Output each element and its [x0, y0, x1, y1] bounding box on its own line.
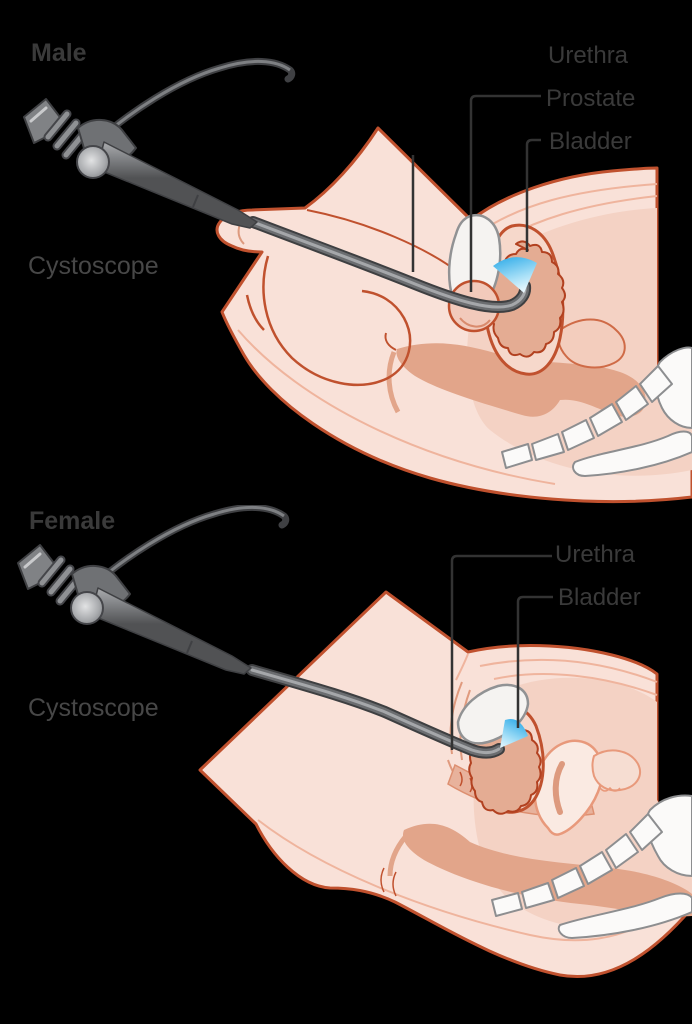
male-label-prostate: Prostate: [546, 85, 636, 112]
female-cystoscope-label: Cystoscope: [28, 694, 159, 722]
female-title: Female: [29, 507, 116, 535]
female-bones: [491, 794, 692, 939]
male-anatomy-illustration: [0, 0, 692, 504]
male-seminal-vesicle: [557, 318, 626, 369]
female-anatomy-illustration: [0, 505, 692, 978]
male-scrotum: [245, 255, 412, 386]
cystoscope-tube: [246, 664, 505, 759]
cystoscope-tube: [247, 216, 532, 314]
female-label-bladder: Bladder: [558, 584, 641, 611]
light-beam: [500, 719, 528, 748]
female-rectum: [380, 823, 692, 917]
male-cystoscope-label: Cystoscope: [28, 252, 159, 280]
male-title: Male: [31, 39, 87, 67]
female-label-urethra: Urethra: [555, 541, 636, 568]
leader-lines: [450, 554, 553, 750]
male-label-urethra: Urethra: [548, 42, 629, 69]
leader-lines: [411, 94, 541, 292]
cystoscope-device: [24, 61, 292, 228]
light-beam: [493, 257, 537, 293]
male-rectum: [384, 332, 646, 417]
female-uterus: [533, 739, 641, 836]
male-bones: [501, 346, 692, 477]
male-label-bladder: Bladder: [549, 128, 632, 155]
